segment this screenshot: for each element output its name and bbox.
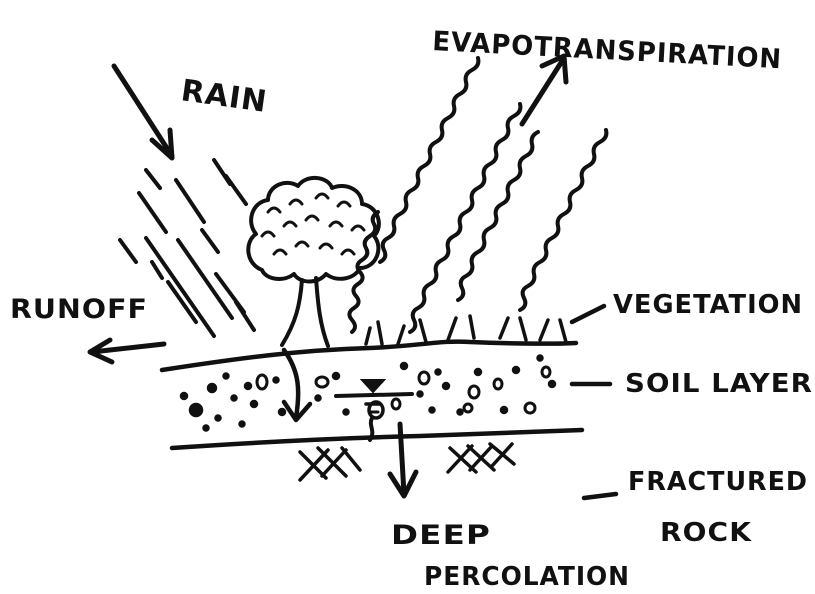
label-rock: ROCK bbox=[660, 518, 752, 548]
infiltration-arrow bbox=[284, 350, 310, 420]
runoff-arrow bbox=[90, 340, 164, 362]
label-leader-lines bbox=[572, 306, 616, 498]
label-soil-layer: SOIL LAYER bbox=[625, 369, 813, 399]
label-rain: RAIN bbox=[179, 73, 270, 120]
label-evapotranspiration: EVAPOTRANSPIRATION bbox=[432, 26, 783, 75]
evapotranspiration-waves bbox=[349, 58, 606, 332]
label-fractured: FRACTURED bbox=[628, 467, 808, 497]
label-percolation: PERCOLATION bbox=[424, 562, 630, 592]
fractured-rock-marks bbox=[300, 444, 514, 480]
ground-surface bbox=[162, 342, 576, 370]
label-deep: DEEP bbox=[391, 520, 491, 551]
label-vegetation: VEGETATION bbox=[613, 290, 803, 320]
soil-pebbles bbox=[257, 367, 550, 413]
soil-particles bbox=[181, 356, 555, 431]
fractured-rock-leader bbox=[584, 494, 616, 498]
vegetation-leader bbox=[572, 306, 604, 322]
rain-arrow bbox=[114, 66, 172, 158]
evapotranspiration-arrow bbox=[522, 56, 566, 124]
label-runoff: RUNOFF bbox=[10, 294, 148, 325]
soil-bottom-line bbox=[172, 430, 582, 448]
